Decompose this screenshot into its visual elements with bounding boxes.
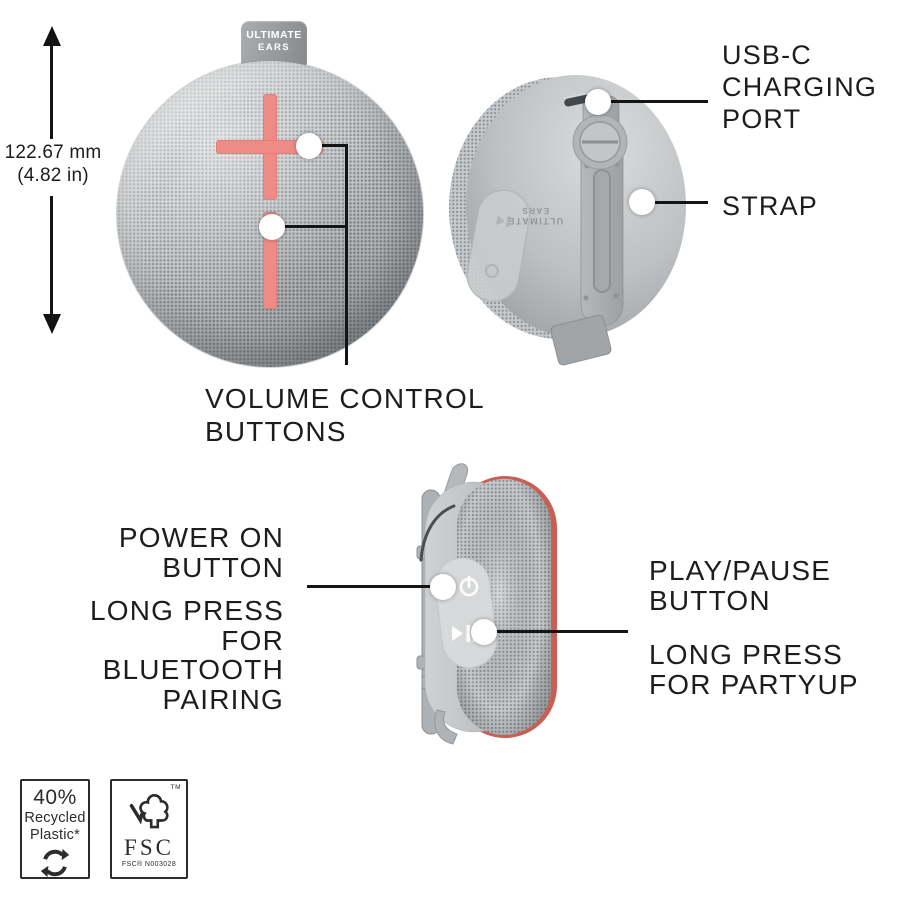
play-pause-button-label: PLAY/PAUSE BUTTON LONG PRESS FOR PARTYUP [649,556,859,700]
volume-label-line1: VOLUME CONTROL [205,383,485,414]
faint-power-icon [484,263,499,278]
strap-label-line1: STRAP [722,191,819,221]
fsc-trademark: TM [170,784,181,791]
strap-shadow-line [419,504,456,562]
ultimate-ears-tag: ULTIMATE EARS [241,21,307,67]
fsc-title: FSC [124,835,174,860]
power-button-label: POWER ON BUTTON LONG PRESS FOR BLUETOOTH… [40,523,284,714]
strap-slot [593,169,611,293]
play-label-line4: FOR PARTYUP [649,669,859,700]
callout-dot-power [430,574,456,600]
callout-line-volume-vertical [345,144,348,365]
fsc-badge: TM FSC FSC® N003028 [110,779,188,879]
dimension-arrow-down-icon [43,314,61,334]
power-label-line2: BUTTON [162,551,284,583]
recycle-icon [40,848,70,878]
fsc-license: FSC® N003028 [121,861,177,868]
back-control-panel-outline [466,189,531,302]
recycled-percent: 40% [33,786,77,809]
power-label-line6: PAIRING [162,683,284,715]
strap-label: STRAP [722,190,818,222]
usb-label-line1: USB-C [722,40,813,70]
power-label-line4: FOR [221,624,284,656]
strap-hook-bottom [434,709,458,745]
play-label-line3: LONG PRESS [649,639,844,670]
faint-play-icon [495,215,505,225]
back-brand-text: ULTIMATE EARS [507,206,563,226]
strap-end-tab [550,314,612,366]
play-label-line1: PLAY/PAUSE [649,555,832,586]
play-pause-icon-bar1 [466,625,471,642]
play-label-line2: BUTTON [649,585,771,616]
speaker-side-view [416,463,557,745]
recycled-plastic-badge: 40% Recycled Plastic* [20,779,90,879]
tag-brand-line1: ULTIMATE [246,29,302,41]
usb-label-line2: CHARGING [722,72,878,102]
fsc-tree-icon [129,793,169,829]
callout-line-volume-down [271,225,348,228]
dimension-arrow-up-icon [43,26,61,46]
callout-line-power [307,585,432,588]
dimension-label: 122.67 mm (4.82 in) [0,141,106,187]
power-label-line1: POWER ON [118,522,284,553]
callout-dot-volume-up [296,133,322,159]
callout-line-strap [640,201,708,204]
speaker-back-view: ULTIMATE EARS [449,75,686,366]
power-label-line3: LONG PRESS [89,595,284,626]
volume-label-line2: BUTTONS [205,416,347,447]
back-body [466,75,686,337]
side-mesh-shading [457,479,551,735]
power-icon-circle [459,577,479,597]
back-brand-line1: ULTIMATE [507,216,563,226]
callout-dot-usb [585,89,611,115]
dimension-line-bottom [50,196,53,315]
volume-control-label: VOLUME CONTROL BUTTONS [205,382,485,448]
dimension-in: (4.82 in) [17,165,89,186]
dimension-line-top [50,45,53,139]
usb-label-line3: PORT [722,104,802,134]
callout-dot-strap [629,189,655,215]
recycled-line2: Plastic* [30,827,80,843]
callout-line-usb [596,100,708,103]
callout-line-play [483,630,628,633]
tag-brand-line2: EARS [258,42,290,53]
callout-dot-play [471,619,497,645]
power-label-line5: BLUETOOTH [102,654,284,685]
back-brand-line2: EARS [521,206,549,215]
callout-line-volume-up [308,144,348,147]
recycled-line1: Recycled [24,810,86,826]
play-pause-icon [452,626,463,641]
dimension-mm: 122.67 mm [4,142,102,163]
callout-dot-volume-down [259,214,285,240]
usb-charging-port-label: USB-C CHARGING PORT [722,39,877,135]
